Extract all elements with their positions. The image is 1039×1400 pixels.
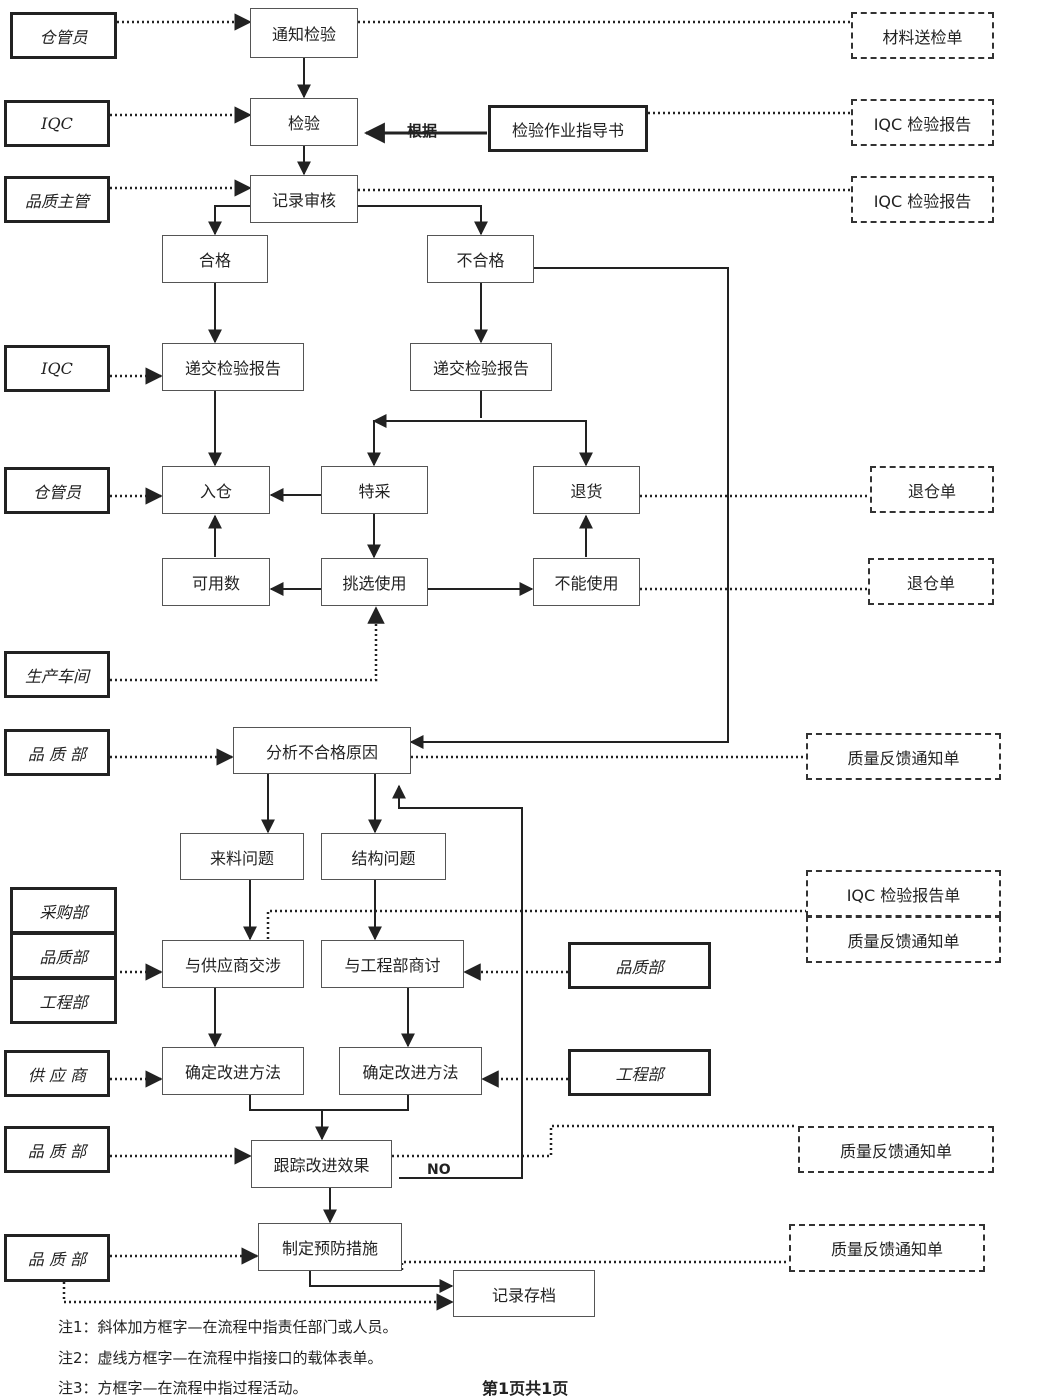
form-iqc-report-1: IQC 检验报告 [851,99,994,146]
form-return-2: 退仓单 [868,558,994,605]
responsible-engineering-right: 工程部 [568,1049,711,1096]
activity-structure-issue: 结构问题 [321,833,446,880]
activity-material-issue: 来料问题 [180,833,304,880]
responsible-quality-3: 品 质 部 [4,1126,110,1173]
label-basis: 根据 [407,122,438,140]
responsible-quality-2: 品质部 [10,932,117,979]
responsible-quality-4: 品 质 部 [4,1234,110,1282]
activity-notify: 通知检验 [250,8,358,58]
activity-archive: 记录存档 [453,1270,595,1317]
activity-record-review: 记录审核 [250,175,358,223]
activity-analyze: 分析不合格原因 [233,727,411,774]
activity-usable-qty: 可用数 [162,558,270,606]
form-feedback-2: 质量反馈通知单 [806,916,1001,963]
activity-submit-report-pass: 递交检验报告 [162,343,304,391]
activity-prevent: 制定预防措施 [258,1223,402,1271]
activity-improve-2: 确定改进方法 [339,1047,482,1095]
responsible-qa-manager: 品质主管 [4,176,110,223]
activity-pick-use: 挑选使用 [321,558,428,606]
page-number: 第1页共1页 [482,1379,569,1398]
activity-unusable: 不能使用 [533,558,640,606]
note-2: 注2：虚线方框字—在流程中指接口的载体表单。 [58,1349,383,1367]
form-return-1: 退仓单 [870,466,994,513]
form-material-inspection: 材料送检单 [851,12,994,59]
responsible-engineering-1: 工程部 [10,977,117,1024]
activity-fail: 不合格 [427,235,534,283]
responsible-iqc-1: IQC [4,100,110,147]
responsible-quality-right: 品质部 [568,942,711,989]
activity-track: 跟踪改进效果 [251,1140,392,1188]
form-iqc-report-form: IQC 检验报告单 [806,870,1001,917]
activity-special: 特采 [321,466,428,514]
responsible-iqc-2: IQC [4,345,110,392]
responsible-purchasing: 采购部 [10,887,117,934]
activity-inspect: 检验 [250,98,358,146]
responsible-production: 生产车间 [4,651,110,698]
activity-guide: 检验作业指导书 [488,105,648,152]
activity-improve-1: 确定改进方法 [162,1047,304,1095]
responsible-quality-1: 品 质 部 [4,729,110,776]
activity-storage: 入仓 [162,466,270,514]
responsible-warehouse-1: 仓管员 [10,12,117,59]
note-3: 注3：方框字—在流程中指过程活动。 [58,1379,308,1397]
activity-negotiate-supplier: 与供应商交涉 [162,940,304,988]
form-feedback-4: 质量反馈通知单 [789,1224,985,1272]
responsible-supplier: 供 应 商 [4,1050,110,1097]
activity-submit-report-fail: 递交检验报告 [410,343,552,391]
activity-discuss-engineering: 与工程部商讨 [321,940,464,988]
activity-return-goods: 退货 [533,466,640,514]
form-feedback-1: 质量反馈通知单 [806,733,1001,780]
form-feedback-3: 质量反馈通知单 [798,1126,994,1173]
responsible-warehouse-2: 仓管员 [4,467,110,514]
activity-pass: 合格 [162,235,268,283]
note-1: 注1：斜体加方框字—在流程中指责任部门或人员。 [58,1318,398,1336]
label-no: NO [427,1162,451,1178]
form-iqc-report-2: IQC 检验报告 [851,176,994,223]
